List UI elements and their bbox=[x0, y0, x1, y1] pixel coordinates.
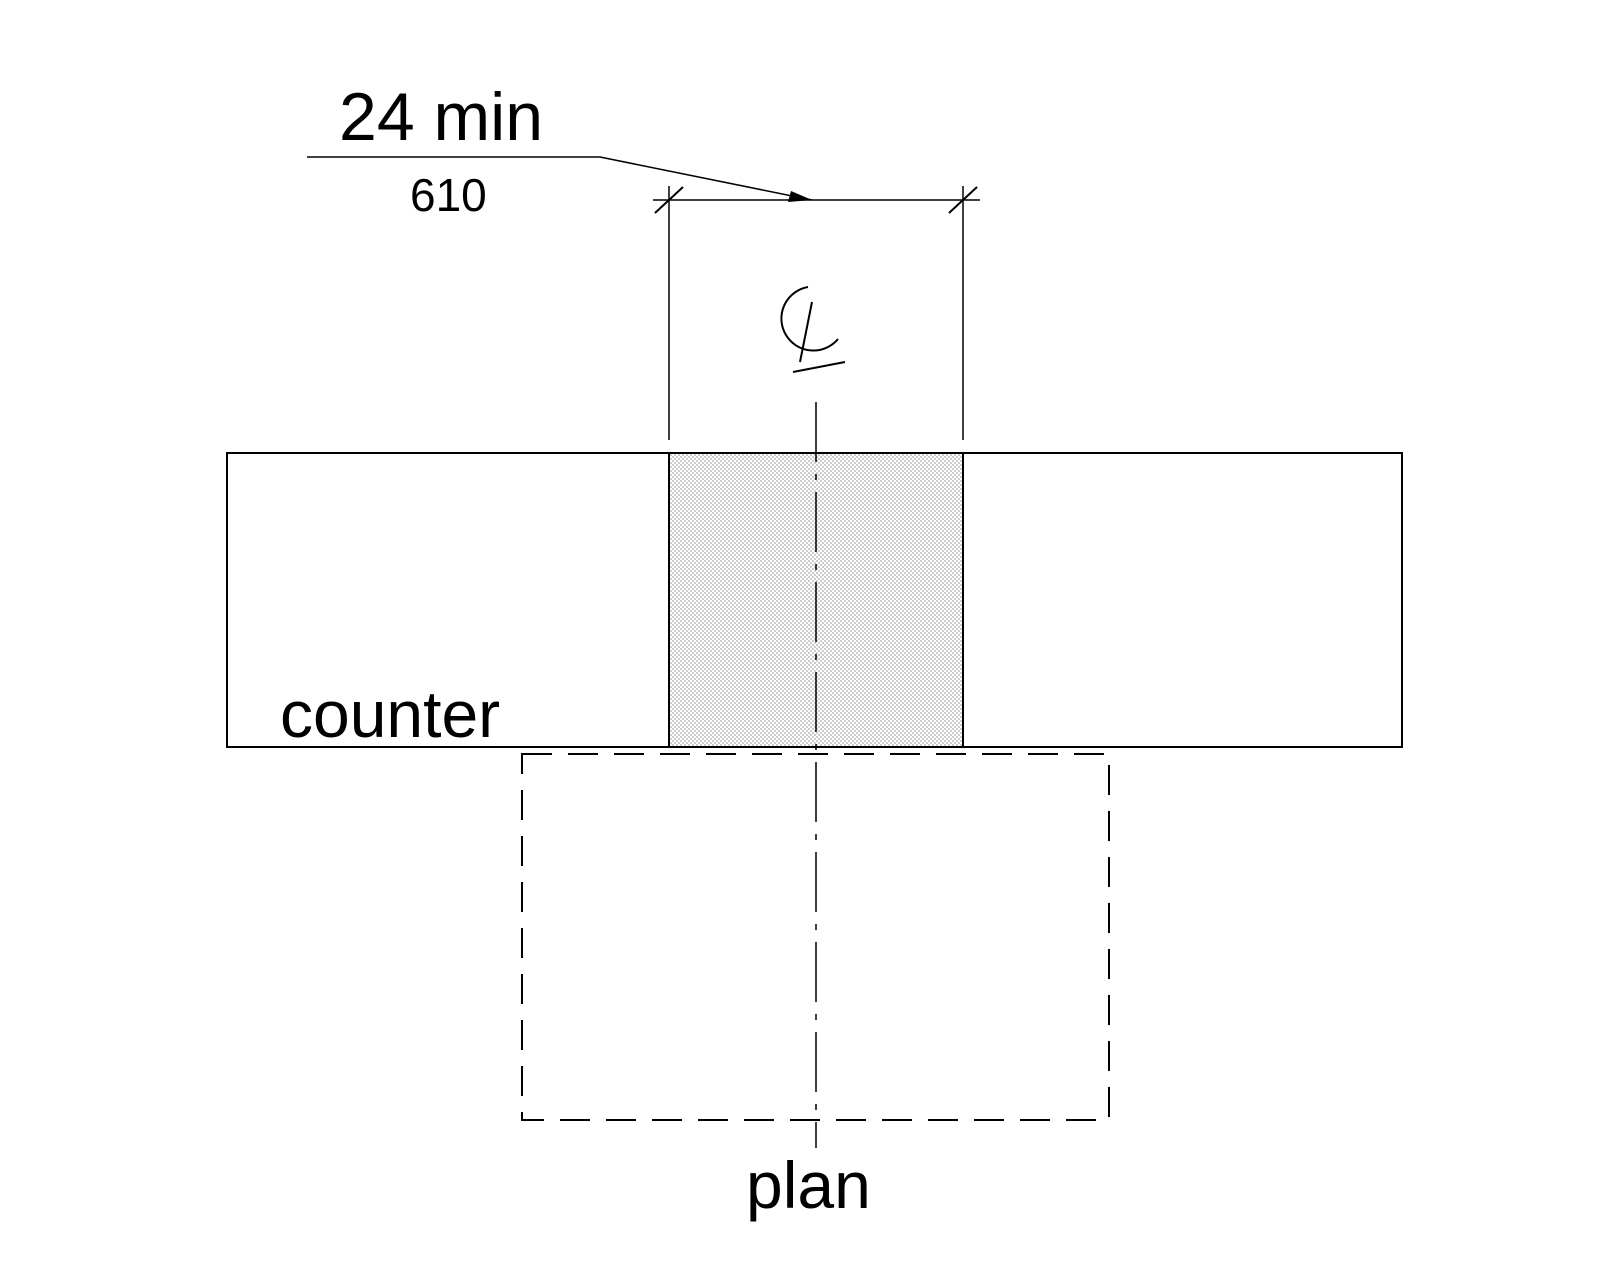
dimension-leader bbox=[307, 156, 813, 201]
view-label: plan bbox=[746, 1148, 871, 1222]
dimension-tick-right bbox=[948, 186, 978, 214]
centerline-icon bbox=[780, 286, 846, 373]
dimension-tick-left bbox=[654, 186, 684, 214]
dimension-metric: 610 bbox=[410, 169, 487, 221]
clear-floor-space bbox=[521, 753, 1110, 1121]
dimension-imperial: 24 min bbox=[339, 79, 543, 155]
counter-label: counter bbox=[280, 677, 500, 751]
leader-arrowhead bbox=[788, 191, 812, 202]
